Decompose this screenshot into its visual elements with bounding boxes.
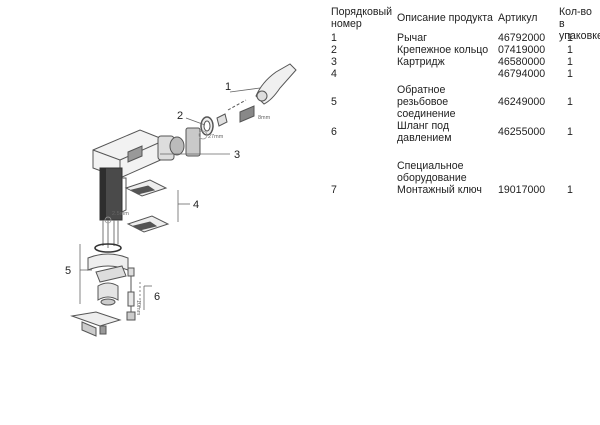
- table-row-4-article: 46794000: [498, 68, 546, 80]
- table-row-7-article: 19017000: [498, 184, 546, 196]
- header-article: Артикул: [498, 12, 538, 24]
- hoses: [102, 220, 119, 248]
- mounting-bracket: [87, 253, 129, 306]
- table-row-6-article: 46255000: [498, 126, 546, 138]
- mounting-wrench: [70, 311, 122, 337]
- table-row-1-quantity: 1: [567, 32, 573, 44]
- dimension-label-27mm: 27mm: [208, 134, 224, 140]
- callout-6: 6: [154, 291, 160, 303]
- header-quantity: Кол-во в упаковке: [559, 6, 600, 42]
- table-row-2-quantity: 1: [567, 44, 573, 56]
- table-row-4-number: 4: [331, 68, 337, 80]
- table-row-1-article: 46792000: [498, 32, 546, 44]
- table-row-6-quantity: 1: [567, 126, 573, 138]
- callout-2: 2: [177, 110, 183, 122]
- table-row-1-description: Рычаг: [397, 32, 427, 44]
- exploded-view-diagram: 1 2 3 4 5 6 27mm 8mm 2.5mm 10mm: [65, 63, 297, 337]
- pressure-hose: [126, 267, 141, 321]
- header-description: Описание продукта: [397, 12, 493, 24]
- table-row-3-number: 3: [331, 56, 337, 68]
- table-row-5-quantity: 1: [567, 96, 573, 108]
- cover-plates: [124, 179, 170, 233]
- dimension-label-10mm: 10mm: [135, 300, 141, 316]
- faucet-body: [92, 129, 166, 221]
- table-row-2-article: 07419000: [498, 44, 546, 56]
- table-row-5-number: 5: [331, 96, 337, 108]
- special-equipment-heading: Специальное оборудование: [397, 160, 467, 184]
- table-row-5-article: 46249000: [498, 96, 546, 108]
- callout-1: 1: [225, 81, 231, 93]
- table-row-3-article: 46580000: [498, 56, 546, 68]
- callout-4: 4: [193, 199, 199, 211]
- table-row-2-number: 2: [331, 44, 337, 56]
- header-number: Порядковый номер: [331, 6, 393, 30]
- callout-3: 3: [234, 149, 240, 161]
- table-row-7-description: Монтажный ключ: [397, 184, 482, 196]
- o-ring: [94, 243, 122, 253]
- table-row-7-quantity: 1: [567, 184, 573, 196]
- table-row-7-number: 7: [331, 184, 337, 196]
- table-row-3-quantity: 1: [567, 56, 573, 68]
- table-row-4-quantity: 1: [567, 68, 573, 80]
- table-row-3-description: Картридж: [397, 56, 445, 68]
- table-row-6-description: Шланг под давлением: [397, 120, 452, 144]
- callout-5: 5: [65, 265, 71, 277]
- table-row-6-number: 6: [331, 126, 337, 138]
- table-row-5-description: Обратное резьбовое соединение: [397, 84, 456, 120]
- dimension-label-8mm: 8mm: [258, 115, 271, 121]
- dimension-label-2-5mm: 2.5mm: [112, 211, 129, 217]
- leader-lines: [79, 87, 261, 310]
- table-row-1-number: 1: [331, 32, 337, 44]
- table-row-2-description: Крепежное кольцо: [397, 44, 489, 56]
